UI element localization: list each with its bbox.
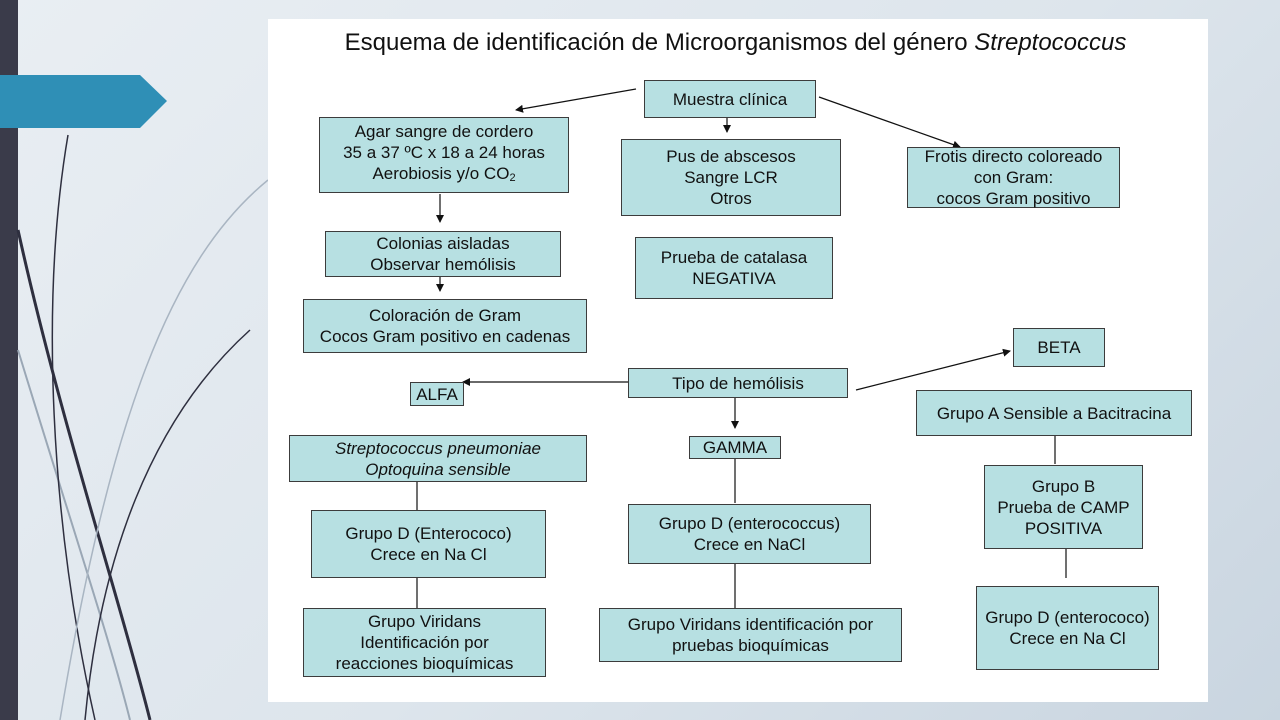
node-grupo-b: Grupo B Prueba de CAMP POSITIVA: [984, 465, 1143, 549]
node-beta: BETA: [1013, 328, 1105, 367]
arrow-hemolisis-beta: [855, 348, 1011, 391]
node-grupo-viridans-reacciones: Grupo Viridans Identificación por reacci…: [303, 608, 546, 677]
left-accent-bar: [0, 0, 18, 720]
node-grupo-viridans-pruebas: Grupo Viridans identificación por prueba…: [599, 608, 902, 662]
diagram-title: Esquema de identificación de Microorgani…: [268, 29, 1203, 57]
title-text: Esquema de identificación de Microorgani…: [344, 29, 975, 56]
arrow-muestra-frotis: [818, 96, 961, 149]
node-frotis-directo: Frotis directo coloreado con Gram: cocos…: [907, 147, 1120, 208]
connectors: [416, 88, 1067, 608]
accent-tab: [0, 75, 167, 128]
title-genus: Streptococcus: [974, 29, 1127, 56]
node-grupo-d-enterococo: Grupo D (Enterococo) Crece en Na Cl: [311, 510, 546, 578]
node-pus-abscesos: Pus de abscesos Sangre LCR Otros: [621, 139, 841, 216]
node-muestra-clinica: Muestra clínica: [644, 80, 816, 118]
node-alfa: ALFA: [410, 382, 464, 406]
node-grupo-a: Grupo A Sensible a Bacitracina: [916, 390, 1192, 436]
node-coloracion-gram: Coloración de Gram Cocos Gram positivo e…: [303, 299, 587, 353]
slide: Esquema de identificación de Microorgani…: [268, 19, 1208, 702]
node-gamma: GAMMA: [689, 436, 781, 459]
node-prueba-catalasa: Prueba de catalasa NEGATIVA: [635, 237, 833, 299]
node-tipo-hemolisis: Tipo de hemólisis: [628, 368, 848, 398]
node-grupo-d-enterococcus: Grupo D (enterococcus) Crece en NaCl: [628, 504, 871, 564]
node-grupo-d-enterococo-beta: Grupo D (enterococo) Crece en Na Cl: [976, 586, 1159, 670]
arrow-muestra-agar: [515, 88, 637, 113]
decorative-curves: [16, 134, 269, 720]
node-agar-sangre: Agar sangre de cordero 35 a 37 ºC x 18 a…: [319, 117, 569, 193]
node-colonias-aisladas: Colonias aisladas Observar hemólisis: [325, 231, 561, 277]
node-streptococcus-pneumoniae: Streptococcus pneumoniae Optoquina sensi…: [289, 435, 587, 482]
